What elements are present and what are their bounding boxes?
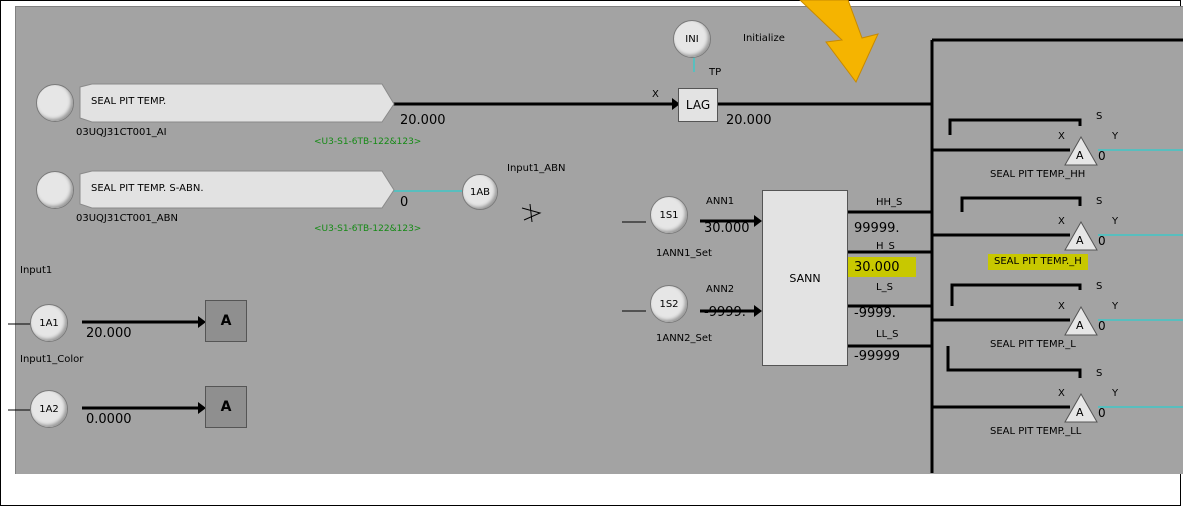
broken-link-icon (521, 203, 542, 223)
alarm-label: SEAL PIT TEMP._LL (990, 426, 1082, 437)
alarm-triangle[interactable]: A (1064, 136, 1098, 166)
highlight-arrow-icon (799, 0, 879, 83)
alarm-y-label: Y (1112, 216, 1119, 227)
alarm-zero-value: 0 (1098, 319, 1106, 333)
alarm-a-label: A (1076, 406, 1084, 419)
circle-1s1[interactable]: 1S1 (650, 196, 688, 234)
seal-pit-abn-ref: <U3-S1-6TB-122&123> (314, 224, 422, 234)
ini-circle[interactable]: INI (673, 20, 711, 58)
alarm-s-label: S (1096, 368, 1103, 379)
hh-value: 99999. (854, 221, 900, 236)
alarm-y-label: Y (1112, 301, 1119, 312)
alarm-s-label: S (1096, 281, 1103, 292)
alarm-zero-value: 0 (1098, 406, 1106, 420)
circle-1a2[interactable]: 1A2 (30, 390, 68, 428)
alarm-a-label: A (1076, 319, 1084, 332)
alarm-x-label: X (1058, 131, 1065, 142)
input1-label: Input1 (20, 265, 53, 276)
ll-s-label: LL_S (876, 329, 899, 340)
ann2-set-label: 1ANN2_Set (656, 333, 712, 344)
circle-1a1[interactable]: 1A1 (30, 304, 68, 342)
alarm-zero-value: 0 (1098, 149, 1106, 163)
input2-value: 0.0000 (86, 412, 132, 427)
seal-pit-abn-circle[interactable] (36, 171, 74, 209)
seal-pit-abn-label: SEAL PIT TEMP. S-ABN. (91, 183, 204, 194)
ll-value: -99999 (854, 349, 901, 364)
arrow-a-label-2: A (220, 399, 232, 415)
arrow-a-label: A (220, 313, 232, 329)
alarm-x-label: X (1058, 216, 1065, 227)
alarm-zero-value: 0 (1098, 234, 1106, 248)
alarm-triangle[interactable]: A (1064, 306, 1098, 336)
input1-value: 20.000 (86, 326, 132, 341)
a-output-box-2[interactable]: A (205, 386, 247, 428)
alarm-x-label: X (1058, 388, 1065, 399)
alarm-label: SEAL PIT TEMP._HH (990, 169, 1086, 180)
lag-x-label: X (652, 89, 659, 100)
ann2-label: ANN2 (706, 284, 735, 295)
ann1-set-label: 1ANN1_Set (656, 248, 712, 259)
h-s-label: H_S (876, 241, 895, 252)
circle-1s2[interactable]: 1S2 (650, 285, 688, 323)
alarm-label: SEAL PIT TEMP._L (990, 339, 1076, 350)
circle-1ab[interactable]: 1AB (462, 174, 498, 210)
lag-block[interactable]: LAG (678, 88, 718, 122)
h-value: 30.000 (854, 260, 900, 275)
ann1-value: 30.000 (704, 221, 750, 236)
seal-pit-temp-ref: <U3-S1-6TB-122&123> (314, 137, 422, 147)
sann-block[interactable]: SANN (762, 190, 848, 366)
l-s-label: L_S (876, 282, 893, 293)
lag-value: 20.000 (726, 113, 772, 128)
alarm-a-label: A (1076, 149, 1084, 162)
seal-pit-abn-id: 03UQJ31CT001_ABN (76, 213, 178, 224)
alarm-a-label: A (1076, 234, 1084, 247)
alarm-y-label: Y (1112, 388, 1119, 399)
seal-pit-abn-value: 0 (400, 195, 409, 210)
seal-pit-temp-circle[interactable] (36, 84, 74, 122)
h-value-highlight (848, 257, 916, 277)
seal-pit-temp-label: SEAL PIT TEMP. (91, 96, 167, 107)
alarm-label: SEAL PIT TEMP._H (988, 254, 1088, 270)
seal-pit-temp-value: 20.000 (400, 113, 446, 128)
input1-color-label: Input1_Color (20, 354, 84, 365)
alarm-s-label: S (1096, 196, 1103, 207)
ann1-label: ANN1 (706, 196, 735, 207)
alarm-triangle[interactable]: A (1064, 221, 1098, 251)
initialize-label: Initialize (743, 33, 785, 44)
seal-pit-temp-id: 03UQJ31CT001_AI (76, 127, 167, 138)
a-output-box-1[interactable]: A (205, 300, 247, 342)
alarm-y-label: Y (1112, 131, 1119, 142)
l-value: -9999. (854, 306, 896, 321)
tp-label: TP (709, 67, 722, 78)
hh-s-label: HH_S (876, 197, 903, 208)
alarm-triangle[interactable]: A (1064, 393, 1098, 423)
ann2-value: -9999. (704, 305, 746, 320)
alarm-x-label: X (1058, 301, 1065, 312)
input1-abn-label: Input1_ABN (507, 163, 566, 174)
alarm-s-label: S (1096, 111, 1103, 122)
